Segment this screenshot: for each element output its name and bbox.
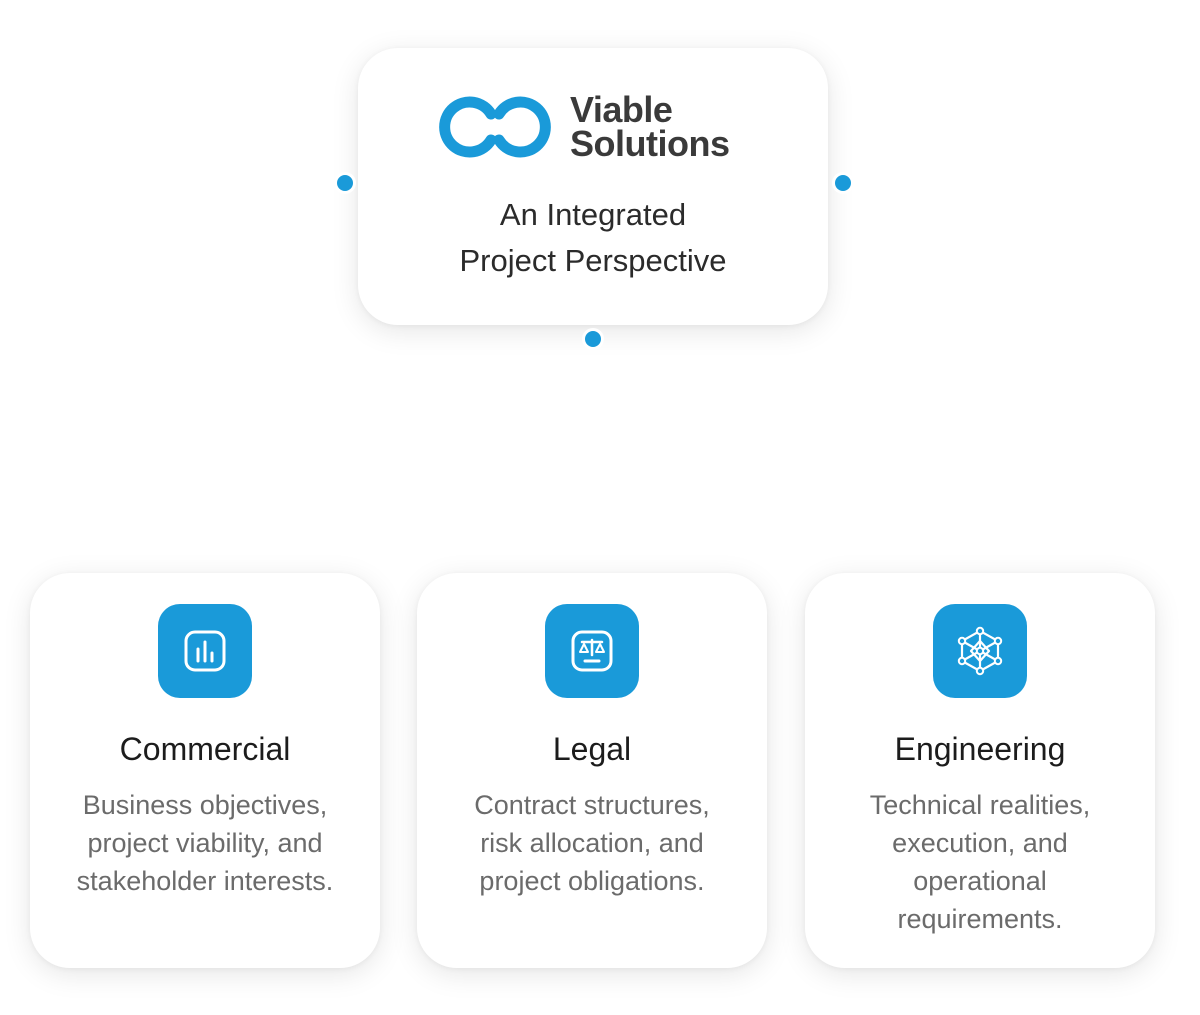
network-nodes-icon xyxy=(933,604,1027,698)
card-desc-line: operational xyxy=(913,866,1047,896)
viable-solutions-logo: Viable Solutions xyxy=(434,88,730,164)
card-title: Engineering xyxy=(894,731,1066,767)
card-desc-line: stakeholder interests. xyxy=(76,866,334,896)
logo-word-1: Viable xyxy=(570,88,673,130)
card-description: Contract structures, risk allocation, an… xyxy=(427,786,757,900)
bar-chart-icon xyxy=(158,604,252,698)
card-legal: Legal Contract structures, risk allocati… xyxy=(417,573,767,968)
hub-title-line-2: Project Perspective xyxy=(459,243,727,278)
card-engineering: Engineering Technical realities, executi… xyxy=(805,573,1155,968)
card-title: Legal xyxy=(552,731,632,767)
connector-dot-left xyxy=(337,175,353,191)
connector-dot-right xyxy=(835,175,851,191)
card-desc-line: requirements. xyxy=(897,904,1063,934)
card-desc-line: project viability, and xyxy=(87,828,323,858)
card-title: Commercial xyxy=(119,731,291,767)
card-description: Technical realities, execution, and oper… xyxy=(815,786,1145,938)
card-description: Business objectives, project viability, … xyxy=(40,786,370,900)
card-desc-line: Contract structures, xyxy=(474,790,710,820)
hub-title: An Integrated Project Perspective xyxy=(358,192,828,284)
card-desc-line: risk allocation, and xyxy=(480,828,704,858)
scales-of-justice-icon xyxy=(545,604,639,698)
card-desc-line: project obligations. xyxy=(479,866,705,896)
infinity-logo-icon xyxy=(439,96,551,158)
hub-title-line-1: An Integrated xyxy=(499,197,687,232)
hub-card xyxy=(358,48,828,325)
card-commercial: Commercial Business objectives, project … xyxy=(30,573,380,968)
card-desc-line: Technical realities, xyxy=(869,790,1091,820)
logo-word-2: Solutions xyxy=(570,123,730,164)
connector-dot-bottom xyxy=(585,331,601,347)
card-desc-line: Business objectives, xyxy=(82,790,328,820)
card-desc-line: execution, and xyxy=(892,828,1068,858)
